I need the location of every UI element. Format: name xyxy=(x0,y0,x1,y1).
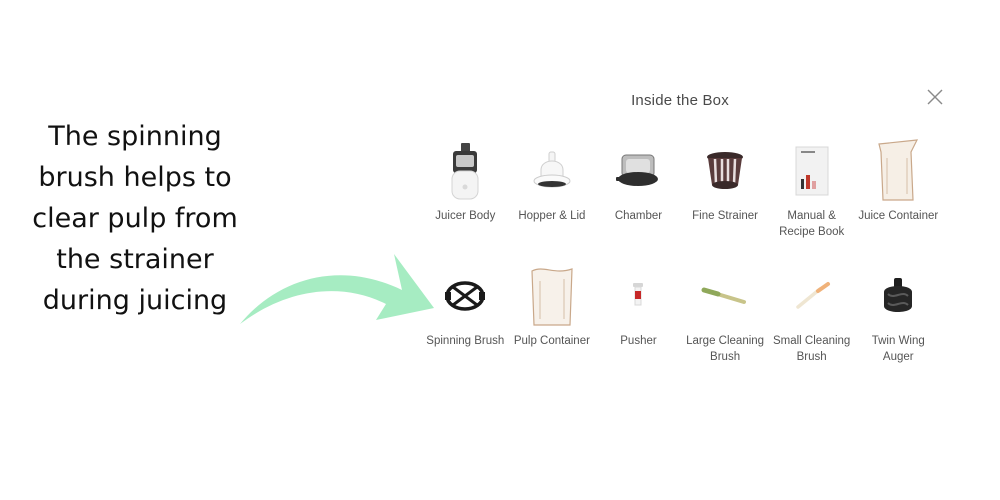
spinning-brush-icon xyxy=(445,281,486,311)
item-label: Large Cleaning Brush xyxy=(686,335,765,363)
caption-line: clear pulp from xyxy=(32,203,238,234)
item-hopper-lid: Hopper & Lid xyxy=(509,135,596,260)
juicer-body-icon xyxy=(451,143,479,200)
pointer-arrow-icon xyxy=(240,254,434,324)
item-label: Fine Strainer xyxy=(692,210,758,222)
pulp-container-icon xyxy=(531,268,573,326)
item-label: Pulp Container xyxy=(513,335,590,347)
box-contents-grid: Juicer Body Hopper & Lid xyxy=(422,135,942,385)
caption-line: the strainer xyxy=(56,244,214,275)
item-chamber: Chamber xyxy=(595,135,682,260)
close-button[interactable] xyxy=(924,86,946,108)
item-label: Juicer Body xyxy=(435,210,496,222)
item-label: Hopper & Lid xyxy=(518,210,586,222)
item-auger: Twin Wing Auger xyxy=(855,260,942,385)
grid-row: Juicer Body Hopper & Lid xyxy=(422,135,942,260)
small-brush-icon xyxy=(795,282,830,309)
item-pulp-container: Pulp Container xyxy=(509,260,596,385)
caption-line: brush helps to xyxy=(38,162,232,193)
manual-book-icon xyxy=(795,146,829,196)
auger-icon xyxy=(884,278,913,312)
close-icon xyxy=(927,89,943,105)
item-label: Small Cleaning Brush xyxy=(772,335,851,363)
item-label: Twin Wing Auger xyxy=(871,335,925,363)
item-label: Juice Container xyxy=(858,210,939,222)
annotation-caption: The spinning brush helps to clear pulp f… xyxy=(20,116,250,321)
item-label: Chamber xyxy=(614,210,663,222)
item-label: Spinning Brush xyxy=(426,335,505,347)
caption-line: The spinning xyxy=(48,121,222,152)
caption-line: during juicing xyxy=(42,285,228,316)
chamber-icon xyxy=(616,154,659,186)
item-large-brush: Large Cleaning Brush xyxy=(682,260,769,385)
item-label: Pusher xyxy=(620,335,657,347)
large-brush-icon xyxy=(701,287,747,304)
hopper-lid-icon xyxy=(533,151,571,188)
item-juice-container: Juice Container xyxy=(855,135,942,260)
juice-container-icon xyxy=(878,139,919,201)
fine-strainer-icon xyxy=(707,152,744,189)
item-label: Manual & Recipe Book xyxy=(779,210,845,238)
pusher-icon xyxy=(633,283,644,306)
item-pusher: Pusher xyxy=(595,260,682,385)
item-small-brush: Small Cleaning Brush xyxy=(768,260,855,385)
item-manual-book: Manual & Recipe Book xyxy=(768,135,855,260)
modal-title: Inside the Box xyxy=(631,92,729,109)
item-fine-strainer: Fine Strainer xyxy=(682,135,769,260)
item-juicer-body: Juicer Body xyxy=(422,135,509,260)
grid-row: Spinning Brush Pulp Container xyxy=(422,260,942,385)
item-spinning-brush: Spinning Brush xyxy=(422,260,509,385)
